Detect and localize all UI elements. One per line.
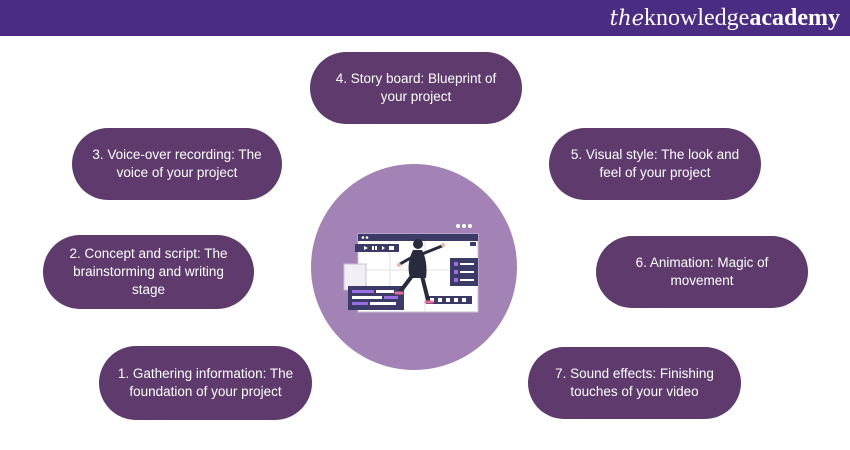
brand-logo: theknowledgeacademy [610,4,840,32]
step-5-label: 5. Visual style: The look and feel of yo… [570,147,740,180]
step-7-pill: 7. Sound effects: Finishing touches of y… [528,347,741,419]
brand-knowledge: knowledge [644,5,750,31]
header-bar: theknowledgeacademy [0,0,850,36]
step-6-label: 6. Animation: Magic of movement [635,255,769,288]
step-3-pill: 3. Voice-over recording: The voice of yo… [72,128,282,200]
step-5-pill: 5. Visual style: The look and feel of yo… [549,128,761,200]
step-6-pill: 6. Animation: Magic of movement [596,236,808,308]
brand-the: the [609,6,645,30]
video-editing-illustration-icon [343,224,479,313]
step-3-label: 3. Voice-over recording: The voice of yo… [92,147,262,180]
step-7-label: 7. Sound effects: Finishing touches of y… [555,366,714,399]
step-1-label: 1. Gathering information: The foundation… [117,366,294,399]
step-4-label: 4. Story board: Blueprint of your projec… [335,71,497,104]
brand-academy: academy [749,5,840,31]
step-1-pill: 1. Gathering information: The foundation… [99,346,312,420]
step-2-pill: 2. Concept and script: The brainstorming… [43,235,254,309]
step-4-pill: 4. Story board: Blueprint of your projec… [310,52,522,124]
step-2-label: 2. Concept and script: The brainstorming… [69,246,228,297]
